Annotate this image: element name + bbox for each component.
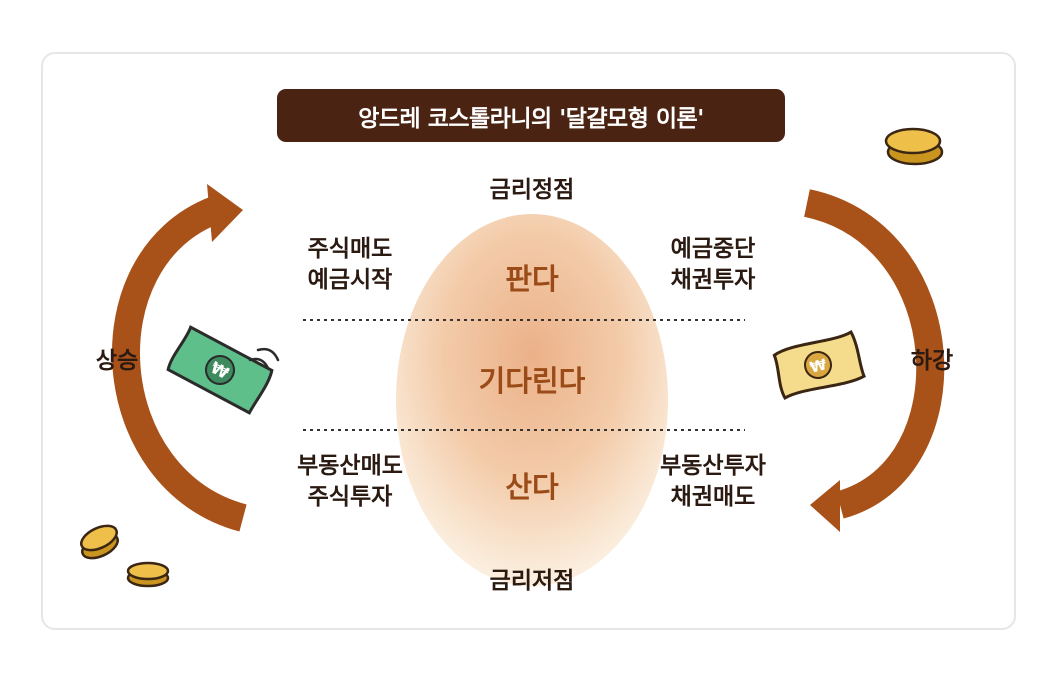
fall-label: 하강	[910, 348, 954, 374]
banknote-icon: ₩	[166, 325, 274, 415]
title-banner: 앙드레 코스톨라니의 '달걀모형 이론'	[277, 89, 785, 142]
egg-shape	[396, 214, 668, 586]
right-cycle-arrow	[803, 189, 945, 532]
lower-right-line-2: 채권매도	[670, 484, 756, 510]
lower-right-actions: 부동산투자 채권매도	[625, 451, 801, 513]
upper-right-line-2: 채권투자	[670, 267, 756, 293]
rise-label: 상승	[95, 348, 139, 374]
egg-buy-label: 산다	[505, 470, 559, 504]
interest-bottom-label: 금리저점	[489, 568, 575, 594]
motion-lines-icon	[248, 347, 280, 370]
upper-right-actions: 예금중단 채권투자	[633, 234, 793, 296]
egg-wait-label: 기다린다	[478, 364, 586, 398]
lower-left-actions: 부동산매도 주식투자	[262, 451, 438, 513]
coin-icon	[884, 127, 944, 166]
svg-text:₩: ₩	[808, 355, 829, 377]
lower-left-line-2: 주식투자	[307, 484, 393, 510]
upper-left-actions: 주식매도 예금시작	[270, 234, 430, 296]
left-cycle-arrow	[112, 184, 248, 532]
interest-peak-label: 금리정점	[489, 177, 575, 203]
upper-left-line-2: 예금시작	[307, 267, 393, 293]
coin-icon	[80, 524, 119, 560]
upper-left-line-1: 주식매도	[307, 236, 393, 262]
banknote-icon: ₩	[772, 329, 866, 401]
upper-right-line-1: 예금중단	[670, 236, 756, 262]
lower-left-line-1: 부동산매도	[297, 453, 403, 479]
coin-icon	[126, 561, 170, 588]
lower-right-line-1: 부동산투자	[660, 453, 766, 479]
egg-sell-label: 판다	[505, 262, 559, 296]
